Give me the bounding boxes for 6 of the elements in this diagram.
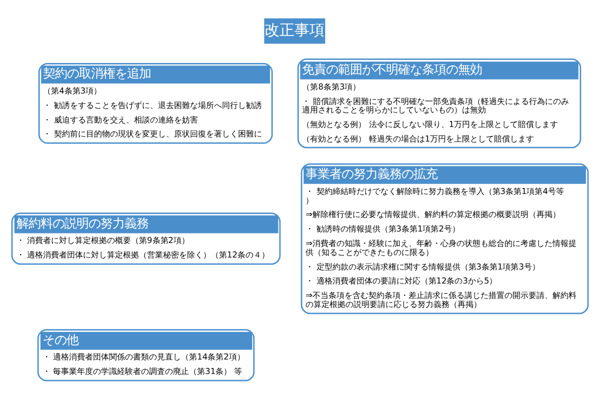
- node-box: 契約の取消権を追加 （第4条第3項） ・ 勧誘をすることを告げずに、退去困難な場所へ同行し勧誘 ・ 威迫する言動を交え、相談の連絡を妨害 ・ 契約前に目的物の現状を変更し、原状回復を著しく困難に: [38, 62, 273, 144]
- node-box: 解約料の説明の努力義務 ・ 消費者に対し算定根拠の概要（第9条第2項） ・ 適格消費者団体に対し算定根拠（営業秘密を除く）（第12条の４）: [11, 212, 281, 265]
- node-box: 事業者の努力義務の拡充 ・ 契約締結時だけでなく解除時に努力義務を導入（第3条第1項第4号等） ⇒解除権行使に必要な情報提供、解約料の算定根拠の概要説明（再掲） ・ 勧誘時の情報提供（第3条第1項第2号） ⇒消費者の知識・経験に加え、年齢・心身の状態も総合的に考慮した情報提供（知ることができたものに限る） ・ 定型約款の表示請求権に関する情報提供（第3条第1項第3号） ・ 適格消費者団体の要請に対応（第12条の3から5） ⇒不当条項を含む契約条項・差止請求に係る講じた措置の開示要請、解約料の算定根拠の説明要請に応じる努力義務（再掲）: [300, 163, 589, 314]
- node-box: その他 ・ 適格消費者団体関係の書類の見直し（第14条第2項） ・ 毎事業年度の学識経験者の調査の廃止（第31条） 等: [37, 329, 255, 382]
- diagram-title: 改正事項: [264, 20, 325, 39]
- node-box: 免責の範囲が不明確な条項の無効 （第8条第3項） ・ 賠償請求を困難にする不明確な一部免責条項（軽過失による行為にのみ適用されることを明らかにしていないもの）は無効 （無効となる例） 法令に反しない限り、1万円を上限として賠償します （有効となる例） 軽過失の場合は1万円を上限として賠償します: [297, 58, 582, 148]
